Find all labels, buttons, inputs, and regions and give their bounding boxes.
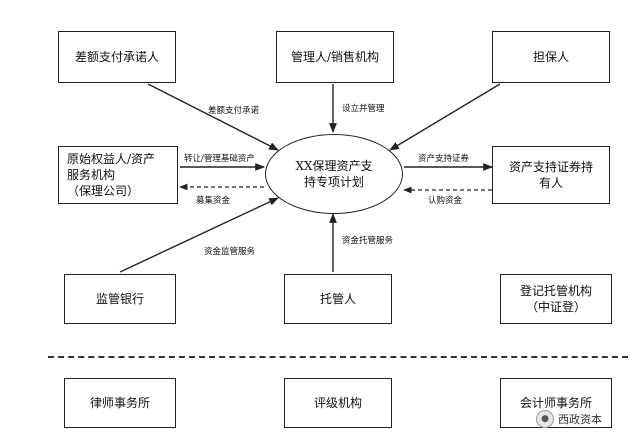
label-raise-funds: 募集资金 <box>196 196 231 206</box>
label-fund-custody: 资金托管服务 <box>342 236 394 246</box>
node-rating-agency: 评级机构 <box>284 378 392 428</box>
label-abs-securities: 资产支持证券 <box>418 154 470 164</box>
node-differential-payer: 差额支付承诺人 <box>58 31 176 83</box>
divider-dashed <box>48 356 628 358</box>
label-fund-supervision: 资金监管服务 <box>204 247 256 257</box>
node-registrar: 登记托管机构 （中证登） <box>500 274 612 324</box>
edge-guarantee <box>389 83 501 151</box>
label-subscription-funds: 认购资金 <box>428 196 463 206</box>
node-law-firm: 律师事务所 <box>64 378 176 428</box>
node-originator: 原始权益人/资产 服务机构 （保理公司） <box>58 146 178 204</box>
node-guarantor: 担保人 <box>492 31 610 83</box>
label-differential-payment: 差额支付承诺 <box>208 106 260 116</box>
node-holders: 资产支持证券持 有人 <box>492 146 610 204</box>
node-custodian: 托管人 <box>284 274 392 324</box>
node-special-plan: XX保理资产支 持专项计划 <box>265 134 403 214</box>
node-manager-sales: 管理人/销售机构 <box>276 31 394 83</box>
label-establish-manage: 设立并管理 <box>342 104 385 114</box>
node-accounting-firm: 会计师事务所 <box>500 378 612 428</box>
edge-differential-payment <box>147 83 279 151</box>
node-supervising-bank: 监管银行 <box>64 274 176 324</box>
edge-fund-supervision <box>119 197 279 273</box>
watermark-text: 西政资本 <box>558 413 602 426</box>
label-transfer-assets: 转让/管理基础资产 <box>184 154 255 164</box>
wechat-logo-icon: ● <box>536 410 554 428</box>
watermark: ● 西政资本 <box>536 408 626 430</box>
